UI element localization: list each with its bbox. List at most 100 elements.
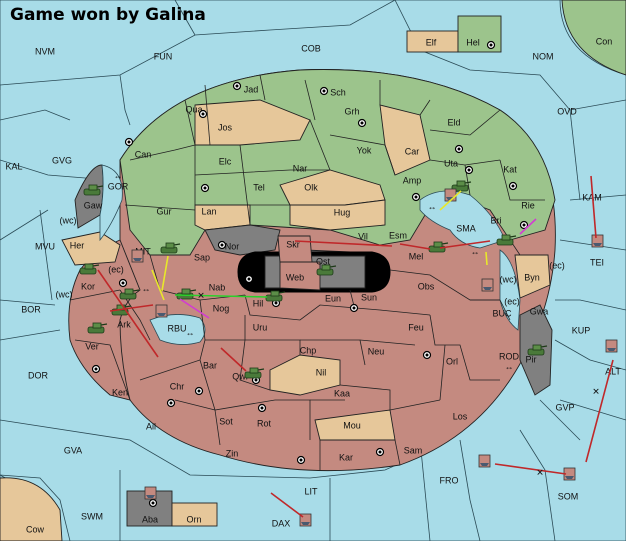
supply-center-dot xyxy=(121,281,125,285)
region-label-sot: Sot xyxy=(219,416,233,426)
region-label-elf: Elf xyxy=(426,37,437,47)
order-arrow xyxy=(161,255,169,292)
region-label-kup: KUP xyxy=(572,325,591,335)
army-unit-icon[interactable] xyxy=(265,290,286,302)
region-label-rod: ROD xyxy=(499,351,520,361)
fleet-unit-icon[interactable] xyxy=(131,249,144,263)
region-label-eld: Eld xyxy=(447,117,460,127)
region-label-rie: Rie xyxy=(521,200,535,210)
region-label-mel: Mel xyxy=(409,251,424,261)
cut-mark-icon: ✕ xyxy=(592,386,600,396)
region-label-bri: Bri xyxy=(491,215,502,225)
army-unit-icon[interactable] xyxy=(316,264,337,276)
region-label-rot: Rot xyxy=(257,418,272,428)
region-label-ver: Ver xyxy=(85,341,99,351)
army-unit-icon[interactable] xyxy=(176,288,197,300)
region-car xyxy=(379,104,431,176)
order-arrow xyxy=(109,304,154,312)
fleet-unit-icon[interactable] xyxy=(155,304,168,318)
region-web-inner xyxy=(279,261,321,291)
region-label-som: SOM xyxy=(558,491,579,501)
supply-center-dot xyxy=(299,458,303,462)
supply-center-dot xyxy=(94,367,98,371)
region-label-sap: Sap xyxy=(194,252,210,262)
supply-center-dot xyxy=(254,378,258,382)
region-label-uru: Uru xyxy=(253,322,268,332)
supply-center-dot xyxy=(260,406,264,410)
region-label-kar: Kar xyxy=(339,452,353,462)
region-label-can: Can xyxy=(135,149,152,159)
supply-center-dot xyxy=(235,84,239,88)
order-arrow xyxy=(494,463,567,475)
order-arrow xyxy=(485,251,488,266)
region-label-yok: Yok xyxy=(357,145,372,155)
region-label-nil: Nil xyxy=(316,367,327,377)
region-label-buc: BUC xyxy=(492,308,512,318)
coast-marker: (wc) xyxy=(500,274,517,284)
region-label-tei: TEI xyxy=(590,257,604,267)
double-arrow-icon: ↔ xyxy=(428,201,437,211)
region-byn xyxy=(514,254,551,299)
region-labels: NVMFUNCOBNOMConOVDKALGVGGORKAMMVUMITTEIB… xyxy=(5,36,621,534)
fleet-unit-icon[interactable] xyxy=(144,486,157,500)
coast-marker: (ec) xyxy=(549,260,565,270)
supply-center-dot xyxy=(201,112,205,116)
region-label-qwi: Qwi xyxy=(232,371,248,381)
coast-marker: (wc) xyxy=(60,215,77,225)
cut-mark-icon: ✕ xyxy=(197,290,205,300)
supply-center-dot xyxy=(425,353,429,357)
order-arrow xyxy=(294,240,393,247)
army-unit-icon[interactable] xyxy=(451,180,472,192)
region-label-ail: Ail xyxy=(146,421,156,431)
region-label-her: Her xyxy=(70,240,85,250)
region-label-gaw: Gaw xyxy=(84,200,103,210)
supply-center-dot xyxy=(378,450,382,454)
region-label-sch: Sch xyxy=(330,87,346,97)
army-unit-icon[interactable] xyxy=(160,242,181,254)
order-arrow xyxy=(179,298,210,319)
region-label-bor: BOR xyxy=(21,304,41,314)
region-label-dax: DAX xyxy=(272,518,291,528)
region-label-los: Los xyxy=(453,411,468,421)
army-unit-icon[interactable] xyxy=(83,184,104,196)
fleet-unit-icon[interactable] xyxy=(444,188,457,202)
order-arrow xyxy=(220,347,247,372)
region-label-byn: Byn xyxy=(524,272,540,282)
supply-center-dot xyxy=(274,301,278,305)
army-unit-icon[interactable] xyxy=(87,322,108,334)
coast-marker: (ec) xyxy=(504,296,520,306)
army-unit-icon[interactable] xyxy=(244,367,265,379)
region-label-sam: Sam xyxy=(404,445,423,455)
army-unit-icon[interactable] xyxy=(496,234,517,246)
region-label-nom: NOM xyxy=(533,51,554,61)
double-arrow-icon: ↔ xyxy=(114,170,123,180)
double-arrow-icon: ↔ xyxy=(471,246,480,256)
fleet-unit-icon[interactable] xyxy=(299,513,312,527)
army-unit-icon[interactable] xyxy=(119,288,140,300)
fleet-unit-icon[interactable] xyxy=(481,278,494,292)
gor-channel xyxy=(99,164,123,242)
fleet-unit-icon[interactable] xyxy=(605,339,618,353)
fleet-unit-icon[interactable] xyxy=(591,234,604,248)
region-hug xyxy=(289,199,386,231)
region-orn xyxy=(171,502,218,527)
region-label-alt: ALT xyxy=(605,366,621,376)
fleet-unit-icon[interactable] xyxy=(478,454,491,468)
order-arrow xyxy=(519,218,537,235)
order-arrow xyxy=(97,269,159,358)
supply-center-dot xyxy=(169,401,173,405)
region-label-lit: LIT xyxy=(304,486,318,496)
region-label-fun: FUN xyxy=(154,51,173,61)
region-label-esm: Esm xyxy=(389,230,407,240)
army-unit-icon[interactable] xyxy=(527,344,548,356)
supply-center-dot xyxy=(489,43,493,47)
region-label-cow: Cow xyxy=(26,524,45,534)
army-unit-icon[interactable] xyxy=(79,263,100,275)
units xyxy=(79,180,618,527)
region-label-gwa: Gwa xyxy=(530,306,549,316)
region-label-hug: Hug xyxy=(334,207,351,217)
region-label-obs: Obs xyxy=(418,281,435,291)
